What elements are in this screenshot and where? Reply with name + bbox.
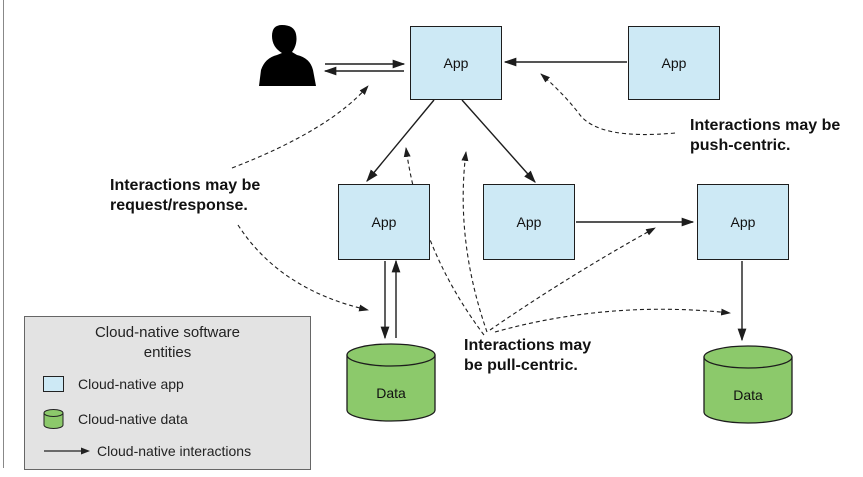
data-left-label: Data xyxy=(376,385,406,401)
data-store-right xyxy=(703,345,793,424)
annotation-request-line1: Interactions may be xyxy=(110,177,261,194)
app-swatch-icon xyxy=(43,376,64,392)
legend-title-line2: entities xyxy=(143,344,192,361)
data-right-label: Data xyxy=(733,387,763,403)
legend-title: Cloud-native software entities xyxy=(25,323,310,363)
legend-title-line1: Cloud-native software xyxy=(94,324,241,341)
user-icon xyxy=(259,25,316,86)
app-top: App xyxy=(410,26,502,100)
left-margin-rule xyxy=(3,0,4,468)
annotation-request-response: Interactions may be request/response. xyxy=(110,176,260,216)
legend-interaction-label: Cloud-native interactions xyxy=(97,443,252,459)
legend-row-data: Cloud-native data xyxy=(43,408,188,430)
annotation-pull-line1: Interactions may xyxy=(464,337,592,354)
data-store-left xyxy=(346,343,436,422)
legend-app-label: Cloud-native app xyxy=(78,376,184,392)
pointer-pull-to-app-right xyxy=(489,227,656,331)
pointer-request-to-user-arrows xyxy=(231,85,369,169)
app-mid-left: App xyxy=(338,184,430,260)
annotation-push-line1: Interactions may be xyxy=(690,117,841,134)
legend-data-label: Cloud-native data xyxy=(78,411,188,427)
app-top-right: App xyxy=(628,26,720,100)
app-mid-center: App xyxy=(483,184,575,260)
data-cylinder-icon xyxy=(43,409,64,429)
pointer-pull-to-app-center xyxy=(461,151,488,333)
annotation-push-line2: push-centric. xyxy=(690,137,791,154)
legend: Cloud-native software entities Cloud-nat… xyxy=(24,316,311,470)
arrow-right-icon xyxy=(44,447,90,455)
app-mid-right: App xyxy=(697,184,789,260)
pointer-push-to-app-arrow xyxy=(540,73,676,136)
annotation-pull-line2: be pull-centric. xyxy=(464,357,578,374)
legend-row-interaction: Cloud-native interactions xyxy=(43,443,251,459)
legend-row-app: Cloud-native app xyxy=(43,376,184,392)
pointer-pull-to-data-right xyxy=(494,308,731,333)
annotation-request-line2: request/response. xyxy=(110,197,248,214)
arrow-app-to-app-mid-center xyxy=(461,99,536,183)
arrow-app-to-app-mid-left xyxy=(366,99,435,182)
annotation-pull-centric: Interactions may be pull-centric. xyxy=(464,336,591,376)
pointer-request-to-data xyxy=(237,224,369,312)
annotation-push-centric: Interactions may be push-centric. xyxy=(690,116,840,156)
